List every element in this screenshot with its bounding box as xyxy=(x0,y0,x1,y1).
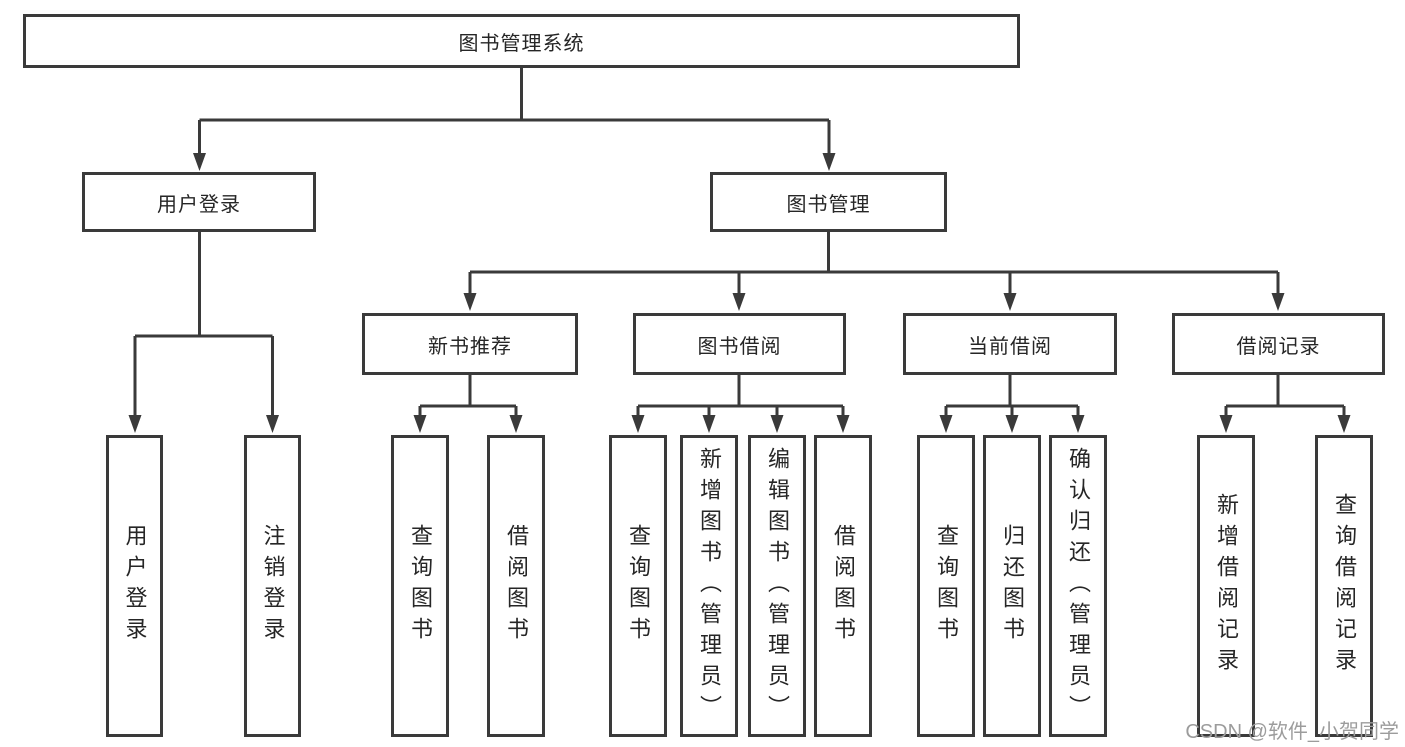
leaf-label: 借阅图书 xyxy=(504,524,529,648)
node-current-borrow: 当前借阅 xyxy=(903,313,1117,375)
node-current-borrow-label: 当前借阅 xyxy=(968,335,1052,358)
leaf-user-login: 用户登录 xyxy=(106,435,163,737)
leaf-label: 确认归还（管理员） xyxy=(1066,446,1091,726)
leaf-borrow-books: 借阅图书 xyxy=(814,435,872,737)
node-book-borrow-label: 图书借阅 xyxy=(697,335,782,358)
node-root: 图书管理系统 xyxy=(23,14,1020,68)
leaf-label: 注销登录 xyxy=(260,524,286,648)
leaf-edit-book-admin: 编辑图书（管理员） xyxy=(748,435,806,737)
leaf-label: 新增借阅记录 xyxy=(1214,493,1239,679)
node-borrow-record: 借阅记录 xyxy=(1172,313,1385,375)
leaf-label: 借阅图书 xyxy=(831,524,856,648)
leaf-label: 编辑图书（管理员） xyxy=(765,446,790,726)
leaf-label: 查询借阅记录 xyxy=(1332,493,1357,679)
leaf-add-borrow-record: 新增借阅记录 xyxy=(1197,435,1255,737)
leaf-confirm-return-admin: 确认归还（管理员） xyxy=(1049,435,1107,737)
watermark: CSDN @软件_小贺同学 xyxy=(1185,721,1399,743)
leaf-label: 查询图书 xyxy=(934,524,959,648)
leaf-label: 归还图书 xyxy=(1000,524,1025,648)
leaf-borrow-books-recommend: 借阅图书 xyxy=(487,435,545,737)
leaf-query-books-borrow: 查询图书 xyxy=(609,435,667,737)
node-user-login: 用户登录 xyxy=(82,172,316,232)
leaf-query-books-recommend: 查询图书 xyxy=(391,435,449,737)
node-new-book-recommend-label: 新书推荐 xyxy=(428,335,512,358)
leaf-logout: 注销登录 xyxy=(244,435,301,737)
leaf-query-borrow-record: 查询借阅记录 xyxy=(1315,435,1373,737)
leaf-query-books-current: 查询图书 xyxy=(917,435,975,737)
node-new-book-recommend: 新书推荐 xyxy=(362,313,578,375)
node-borrow-record-label: 借阅记录 xyxy=(1236,335,1321,358)
node-book-borrow: 图书借阅 xyxy=(633,313,846,375)
node-user-login-label: 用户登录 xyxy=(157,193,241,216)
node-root-label: 图书管理系统 xyxy=(458,32,585,55)
leaf-label: 新增图书（管理员） xyxy=(697,446,722,726)
leaf-label: 用户登录 xyxy=(122,524,148,648)
node-book-management: 图书管理 xyxy=(710,172,947,232)
leaf-add-book-admin: 新增图书（管理员） xyxy=(680,435,738,737)
leaf-label: 查询图书 xyxy=(626,524,651,648)
leaf-label: 查询图书 xyxy=(408,524,433,648)
leaf-return-book: 归还图书 xyxy=(983,435,1041,737)
node-book-management-label: 图书管理 xyxy=(786,193,871,216)
